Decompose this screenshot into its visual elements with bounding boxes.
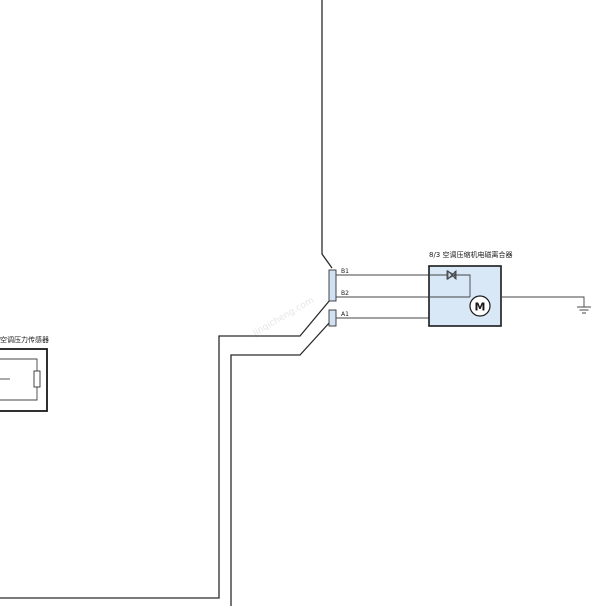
motor-symbol: M [475, 301, 486, 314]
clutch-box [428, 265, 502, 327]
pin-label-b2: B2 [341, 290, 349, 297]
pin-label-a1: A1 [341, 311, 349, 318]
motor-icon [469, 295, 491, 317]
ground-icon [577, 306, 591, 314]
connector-block-a [328, 309, 337, 327]
diode-icon [429, 270, 471, 297]
sensor-label: 空调压力传感器 [0, 335, 49, 344]
wire-connector-to-sensor-inner [230, 321, 331, 606]
sensor-inner-wiring [0, 358, 38, 401]
pin-label-b1: B1 [341, 268, 349, 275]
connector: B1 B2 A1 [328, 268, 349, 327]
connector-block-b [328, 269, 337, 302]
wire-connector-to-sensor-outer [0, 299, 331, 599]
clutch-label: 8/3 空调压缩机电磁离合器 [429, 250, 513, 259]
wire-to-ground [501, 296, 585, 307]
watermark: jinqicheng.com [251, 296, 316, 339]
wire-top-to-connector [321, 0, 333, 269]
diode-bowtie-icon [447, 269, 457, 281]
pressure-sensor-component: 空调压力传感器 [0, 335, 49, 412]
clutch-component: 8/3 空调压缩机电磁离合器 M [428, 250, 513, 327]
resistor-icon [33, 370, 41, 388]
